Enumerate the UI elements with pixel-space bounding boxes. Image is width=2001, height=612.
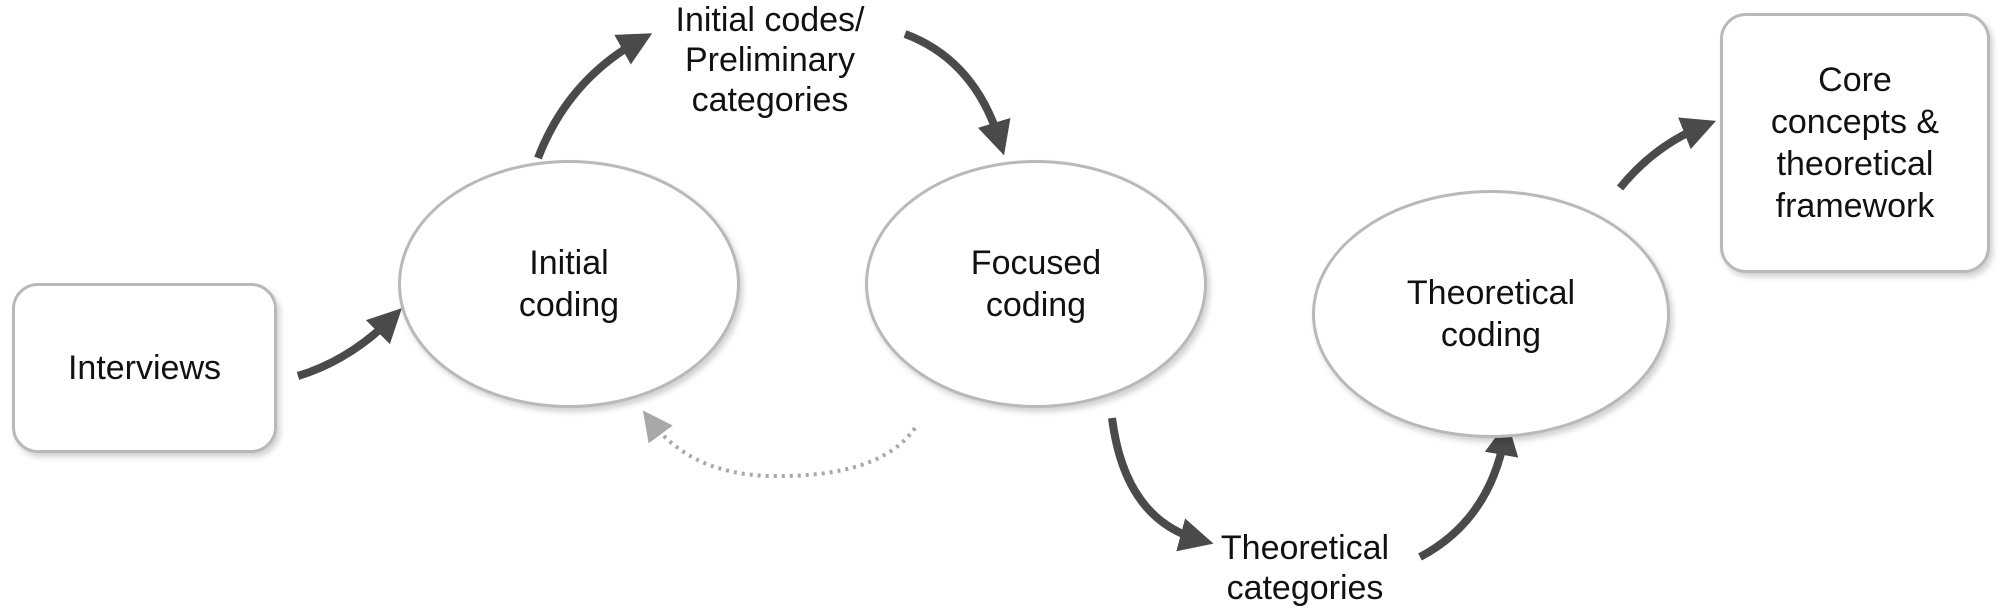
- focused-coding-label: Focused coding: [970, 244, 1102, 324]
- arrow-interviews-to-initial-coding: [296, 308, 402, 380]
- arrow-initial-coding-to-initial-codes: [534, 33, 653, 160]
- arrow-initial-codes-to-focused-coding: [903, 30, 1011, 156]
- core-concepts-node: Core concepts & theoretical framework: [1720, 13, 1990, 273]
- interviews-label: Interviews: [67, 349, 222, 387]
- arrow-focused-coding-to-theoretical-categories: [1108, 417, 1214, 552]
- initial-coding-label: Initial coding: [518, 244, 620, 324]
- focused-coding-node: Focused coding: [865, 160, 1207, 408]
- theoretical-categories-label: Theoretical categories: [1220, 529, 1390, 607]
- dotted-arrow-focused-to-initial-coding: [642, 410, 917, 479]
- arrow-theoretical-categories-to-theoretical-coding: [1418, 421, 1519, 561]
- initial-coding-node: Initial coding: [398, 160, 740, 408]
- arrow-theoretical-coding-to-core-concepts: [1616, 117, 1717, 191]
- theoretical-coding-node: Theoretical coding: [1312, 190, 1670, 438]
- core-concepts-label: Core concepts & theoretical framework: [1770, 61, 1940, 225]
- initial-codes-label: Initial codes/ Preliminary categories: [675, 1, 865, 119]
- theoretical-coding-label: Theoretical coding: [1406, 274, 1576, 354]
- interviews-node: Interviews: [12, 283, 277, 453]
